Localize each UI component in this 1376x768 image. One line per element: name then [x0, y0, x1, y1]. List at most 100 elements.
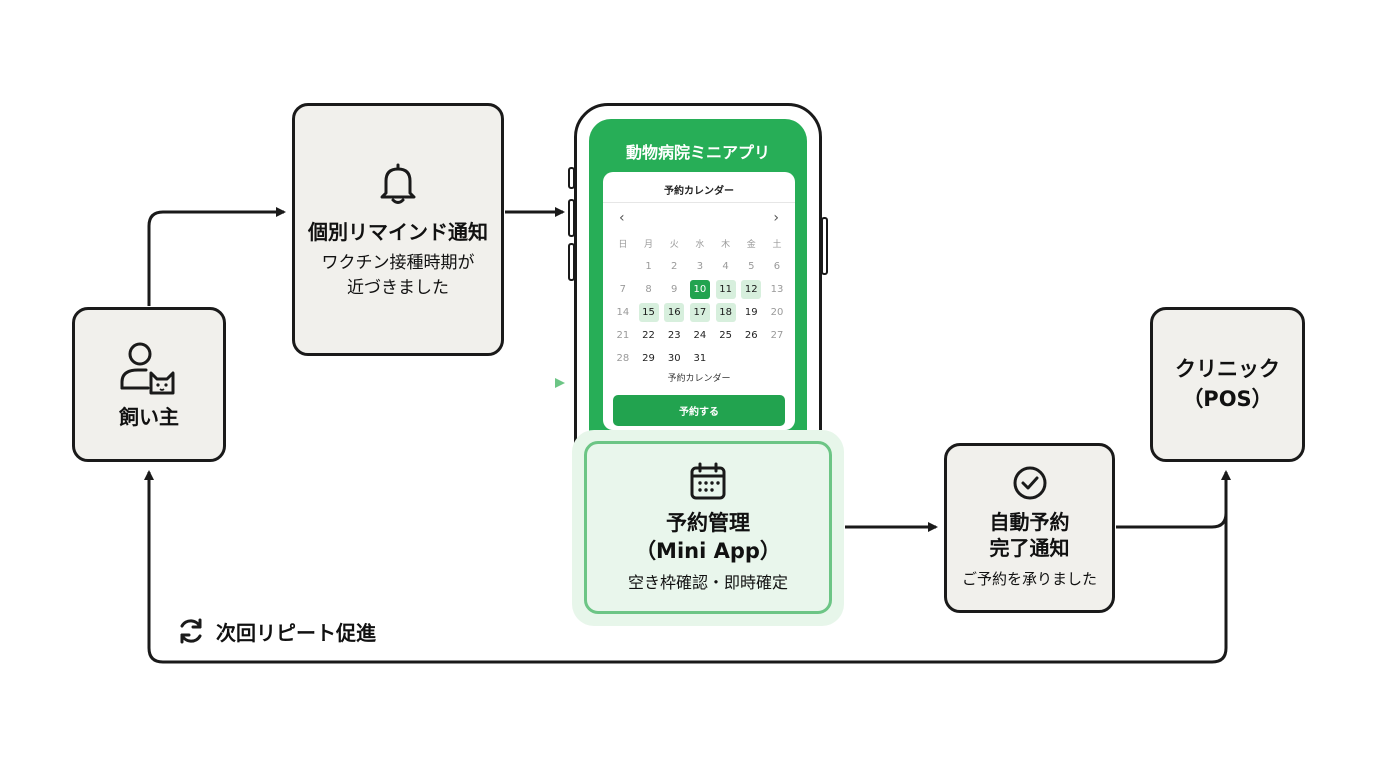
- calendar-day-label: 17: [689, 303, 710, 322]
- calendar-day-label: 29: [642, 353, 655, 364]
- calendar-day[interactable]: 15: [636, 301, 662, 324]
- refresh-icon: [180, 618, 202, 644]
- calendar-day[interactable]: 1: [636, 255, 662, 278]
- calendar-day-label: 3: [696, 261, 704, 272]
- calendar-title: 予約カレンダー: [664, 186, 734, 197]
- person-with-cat-icon: [120, 342, 175, 394]
- notify-node: 自動予約 完了通知 ご予約を承りました: [944, 443, 1115, 613]
- calendar-prev-button[interactable]: ‹: [619, 210, 625, 226]
- repeat-label: 次回リピート促進: [216, 620, 376, 645]
- calendar-day[interactable]: 12: [738, 278, 764, 301]
- calendar-day[interactable]: 24: [687, 324, 713, 347]
- calendar-day[interactable]: 8: [636, 278, 662, 301]
- calendar-day[interactable]: 7: [610, 278, 636, 301]
- notify-body: ご予約を承りました: [961, 570, 1097, 589]
- calendar-day-label: 11: [715, 280, 736, 299]
- calendar-day-label: 20: [770, 307, 784, 318]
- reminder-title: 個別リマインド通知: [308, 219, 488, 244]
- calendar-day[interactable]: 9: [661, 278, 687, 301]
- calendar-day[interactable]: 13: [764, 278, 790, 301]
- calendar-day-label: 8: [645, 284, 652, 295]
- calendar-day[interactable]: 14: [610, 301, 636, 324]
- calendar-weekday: 火: [669, 240, 679, 250]
- calendar-day[interactable]: 4: [713, 255, 739, 278]
- calendar-day[interactable]: 29: [636, 347, 662, 370]
- owner-title: 飼い主: [119, 404, 179, 429]
- calendar-day[interactable]: 25: [713, 324, 739, 347]
- calendar-day-label: 23: [667, 330, 681, 341]
- clinic-node: クリニック （POS）: [1150, 307, 1305, 462]
- calendar-day[interactable]: 17: [687, 301, 713, 324]
- calendar-day[interactable]: 2: [661, 255, 687, 278]
- calendar-day[interactable]: 20: [764, 301, 790, 324]
- calendar-weekday: 月: [644, 240, 654, 250]
- notify-to-clinic-arrow: [1116, 470, 1231, 529]
- calendar-weekday: 日: [618, 240, 628, 250]
- calendar-day-label: 1: [645, 261, 652, 272]
- calendar-day[interactable]: 5: [738, 255, 764, 278]
- clinic-title: クリニック （POS）: [1175, 357, 1280, 411]
- calendar-day[interactable]: 21: [610, 324, 636, 347]
- calendar-day-label: 30: [667, 353, 681, 364]
- app-title: 動物病院ミニアプリ: [625, 143, 770, 162]
- calendar-day-label: 13: [770, 284, 784, 295]
- calendar-day[interactable]: 22: [636, 324, 662, 347]
- book-button[interactable]: 予約する: [613, 395, 785, 426]
- calendar-day[interactable]: 19: [738, 301, 764, 324]
- notify-title: 自動予約 完了通知: [989, 510, 1070, 561]
- calendar-day[interactable]: 27: [764, 324, 790, 347]
- miniapp-node: 予約管理 （Mini App） 空き枠確認・即時確定: [584, 441, 832, 614]
- miniapp-title: 予約管理 （Mini App）: [635, 510, 781, 563]
- owner-node: 飼い主: [72, 307, 226, 462]
- miniapp-body: 空き枠確認・即時確定: [627, 573, 788, 593]
- calendar-day[interactable]: 18: [713, 301, 739, 324]
- reminder-body: ワクチン接種時期が 近づきました: [321, 252, 475, 298]
- calendar-day-label: 26: [744, 330, 758, 341]
- calendar-day-label: 9: [671, 284, 678, 295]
- calendar-day-label: 25: [719, 330, 732, 341]
- calendar-footer: 予約カレンダー: [667, 374, 731, 384]
- calendar-weekday: 金: [746, 240, 756, 250]
- calendar-day[interactable]: 11: [713, 278, 739, 301]
- calendar-day: [610, 255, 636, 278]
- calendar-weekday: 土: [772, 240, 782, 250]
- calendar-divider: [603, 202, 795, 203]
- calendar-day-label: 16: [664, 303, 685, 322]
- calendar-day-label: 28: [616, 353, 630, 364]
- calendar-day-label: 12: [741, 280, 762, 299]
- calendar-day-label: 21: [616, 330, 630, 341]
- calendar-day[interactable]: 6: [764, 255, 790, 278]
- calendar-day[interactable]: 30: [661, 347, 687, 370]
- calendar-next-button[interactable]: ›: [773, 210, 779, 226]
- bell-icon: [380, 163, 416, 204]
- calendar-weekday: 水: [695, 240, 705, 250]
- calendar-day-label: 27: [770, 330, 784, 341]
- calendar-day[interactable]: 23: [661, 324, 687, 347]
- calendar-day-label: 4: [722, 261, 729, 272]
- calendar-day-label: 7: [619, 284, 627, 295]
- calendar-day-label: 2: [671, 261, 678, 272]
- calendar-day[interactable]: 16: [661, 301, 687, 324]
- calendar-day-label: 14: [616, 307, 630, 318]
- owner-to-reminder-arrow: [147, 207, 286, 306]
- calendar-day-label: [613, 257, 633, 276]
- calendar-day[interactable]: 10: [687, 278, 713, 301]
- calendar-day-label: 24: [693, 330, 707, 341]
- reminder-node: 個別リマインド通知 ワクチン接種時期が 近づきました: [292, 103, 504, 356]
- calendar-day-label: 18: [715, 303, 736, 322]
- calendar-day-label: 15: [638, 303, 659, 322]
- calendar-day[interactable]: 31: [687, 347, 713, 370]
- calendar-day[interactable]: 3: [687, 255, 713, 278]
- calendar-day[interactable]: 26: [738, 324, 764, 347]
- calendar-icon: [690, 462, 726, 500]
- calendar-weekday: 木: [721, 240, 731, 250]
- check-circle-icon: [1013, 466, 1046, 500]
- calendar-day-label: 6: [773, 261, 781, 272]
- calendar-day-label: 19: [744, 307, 758, 318]
- calendar-day-label: 22: [642, 330, 655, 341]
- repeat-label-group: 次回リピート促進: [176, 616, 376, 646]
- calendar-day[interactable]: 28: [610, 347, 636, 370]
- calendar-day-label: 31: [693, 353, 707, 364]
